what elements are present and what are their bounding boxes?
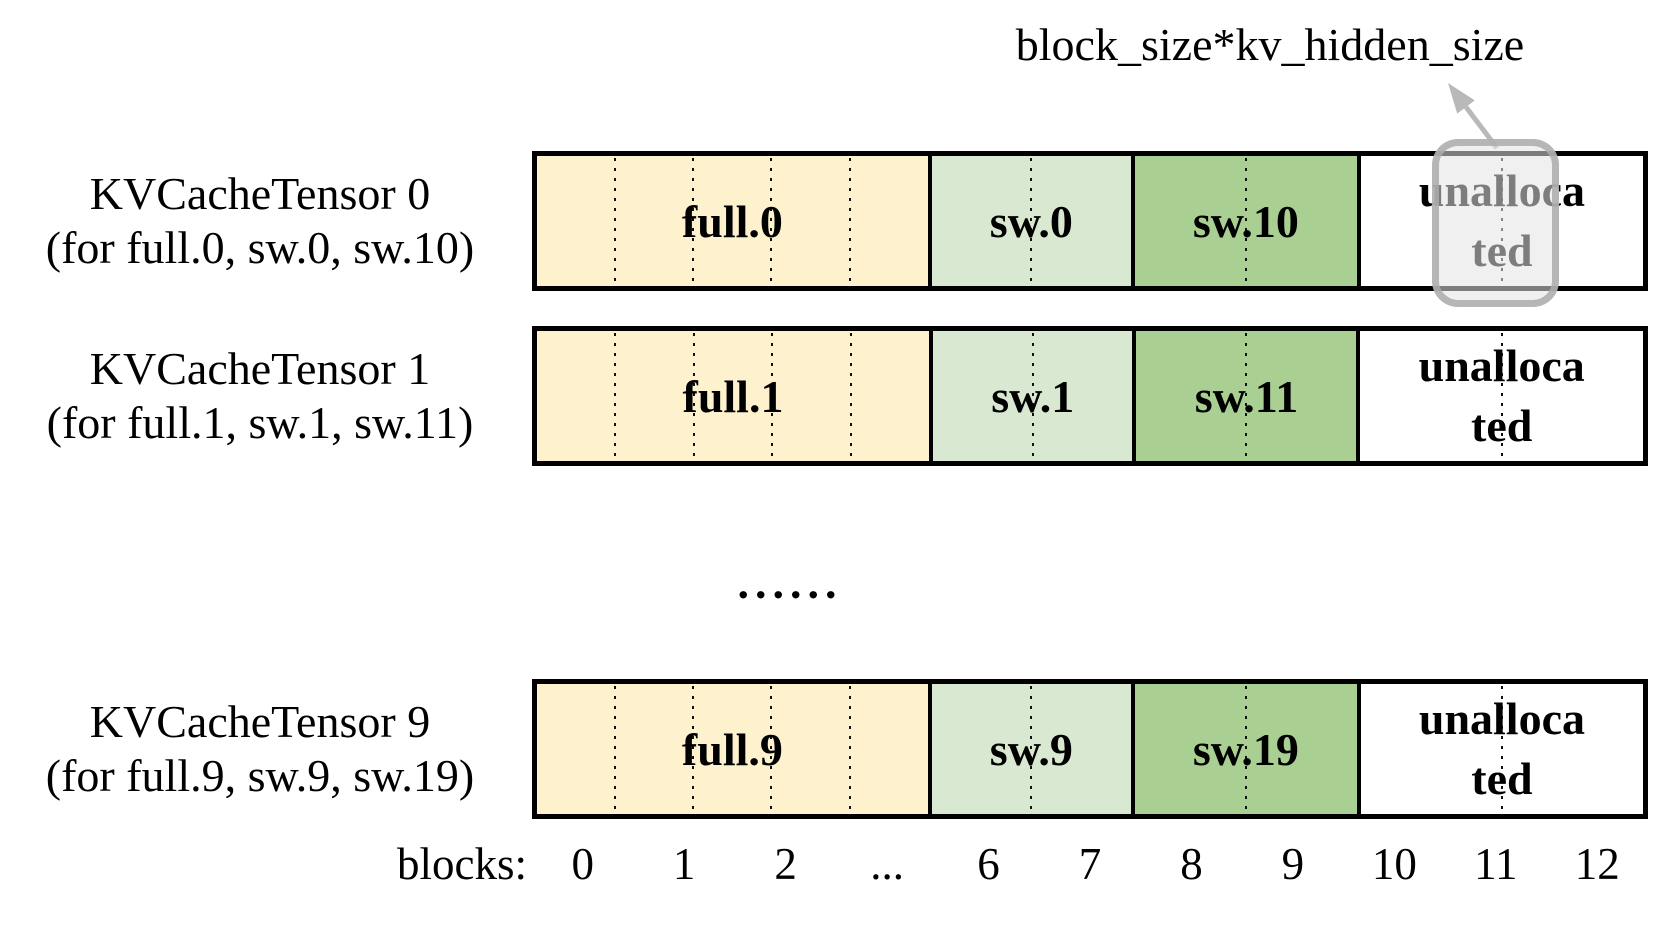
segment-label-unallocated: unalloca ted bbox=[1419, 689, 1585, 809]
row-subtitle: (for full.1, sw.1, sw.11) bbox=[46, 397, 474, 448]
blocks-axis: 0 1 2 ... 6 7 8 9 10 11 12 bbox=[532, 838, 1648, 890]
row-title: KVCacheTensor 9 bbox=[89, 695, 431, 747]
block-divider bbox=[1244, 158, 1247, 284]
segment-sw-b-9: sw.19 bbox=[1130, 684, 1357, 814]
row-label-tensor-0: KVCacheTensor 0 (for full.0, sw.0, sw.10… bbox=[15, 151, 505, 291]
axis-tick: 7 bbox=[1078, 839, 1102, 889]
row-title: KVCacheTensor 0 bbox=[89, 167, 431, 219]
block-size-highlight-box bbox=[1432, 139, 1559, 307]
segment-unallocated-1: unalloca ted bbox=[1356, 331, 1643, 461]
block-divider bbox=[614, 686, 617, 812]
axis-tick: ... bbox=[870, 839, 904, 889]
segment-unallocated-9: unalloca ted bbox=[1356, 684, 1643, 814]
blocks-axis-caption: blocks: bbox=[397, 839, 527, 889]
block-divider bbox=[770, 158, 773, 284]
tensor-bar-1: full.1 sw.1 sw.11 unalloca ted bbox=[532, 326, 1648, 466]
axis-tick: 8 bbox=[1180, 839, 1203, 889]
block-divider bbox=[848, 686, 851, 812]
segment-label-full: full.9 bbox=[681, 723, 783, 775]
axis-tick: 1 bbox=[672, 839, 696, 889]
block-divider bbox=[1030, 158, 1033, 284]
row-label-tensor-1: KVCacheTensor 1 (for full.1, sw.1, sw.11… bbox=[15, 326, 505, 466]
block-divider bbox=[692, 333, 695, 459]
rows-ellipsis: ...... bbox=[737, 557, 843, 608]
segment-sw-b-0: sw.10 bbox=[1130, 156, 1357, 286]
segment-label-unallocated: unalloca ted bbox=[1419, 336, 1585, 456]
unallocated-line2: ted bbox=[1471, 753, 1533, 804]
annotation-block-size: block_size*kv_hidden_size bbox=[1015, 19, 1525, 70]
segment-label-sw-a: sw.9 bbox=[989, 723, 1073, 775]
block-divider bbox=[1500, 333, 1503, 459]
segment-label-sw-a: sw.0 bbox=[989, 195, 1073, 247]
block-divider bbox=[849, 333, 852, 459]
block-divider bbox=[1500, 686, 1503, 812]
row-subtitle: (for full.9, sw.9, sw.19) bbox=[45, 750, 475, 801]
axis-tick: 9 bbox=[1281, 839, 1305, 889]
segment-label-sw-a: sw.1 bbox=[991, 370, 1075, 422]
segment-label-full: full.0 bbox=[681, 195, 783, 247]
segment-label-sw-b: sw.10 bbox=[1192, 195, 1299, 247]
row-label-tensor-9: KVCacheTensor 9 (for full.9, sw.9, sw.19… bbox=[15, 679, 505, 819]
block-divider bbox=[614, 158, 617, 284]
tensor-bar-9: full.9 sw.9 sw.19 unalloca ted bbox=[532, 679, 1648, 819]
segment-full-9: full.9 bbox=[537, 684, 928, 814]
block-divider bbox=[692, 158, 695, 284]
segment-label-sw-b: sw.19 bbox=[1192, 723, 1299, 775]
row-title: KVCacheTensor 1 bbox=[89, 342, 431, 394]
segment-label-full: full.1 bbox=[682, 370, 784, 422]
unallocated-line2: ted bbox=[1471, 400, 1533, 451]
arrowhead-icon bbox=[1448, 83, 1475, 114]
block-divider bbox=[771, 333, 774, 459]
block-divider bbox=[1245, 333, 1248, 459]
axis-tick: 2 bbox=[774, 839, 797, 889]
axis-tick: 10 bbox=[1371, 839, 1417, 889]
segment-sw-b-1: sw.11 bbox=[1132, 331, 1357, 461]
axis-tick: 11 bbox=[1474, 839, 1518, 889]
unallocated-line1: unalloca bbox=[1418, 340, 1585, 392]
block-divider bbox=[692, 686, 695, 812]
unallocated-line1: unalloca bbox=[1418, 693, 1586, 745]
axis-tick: 6 bbox=[977, 839, 1000, 889]
block-divider bbox=[848, 158, 851, 284]
segment-label-sw-b: sw.11 bbox=[1194, 370, 1299, 422]
axis-tick: 12 bbox=[1574, 839, 1620, 889]
block-divider bbox=[1244, 686, 1247, 812]
segment-sw-a-1: sw.1 bbox=[928, 331, 1133, 461]
axis-tick: 0 bbox=[571, 839, 594, 889]
block-divider bbox=[614, 333, 617, 459]
row-subtitle: (for full.0, sw.0, sw.10) bbox=[45, 222, 475, 273]
segment-sw-a-9: sw.9 bbox=[927, 684, 1131, 814]
segment-full-1: full.1 bbox=[537, 331, 929, 461]
block-divider bbox=[1030, 686, 1033, 812]
block-divider bbox=[770, 686, 773, 812]
block-divider bbox=[1031, 333, 1034, 459]
segment-full-0: full.0 bbox=[537, 156, 928, 286]
segment-sw-a-0: sw.0 bbox=[927, 156, 1131, 286]
